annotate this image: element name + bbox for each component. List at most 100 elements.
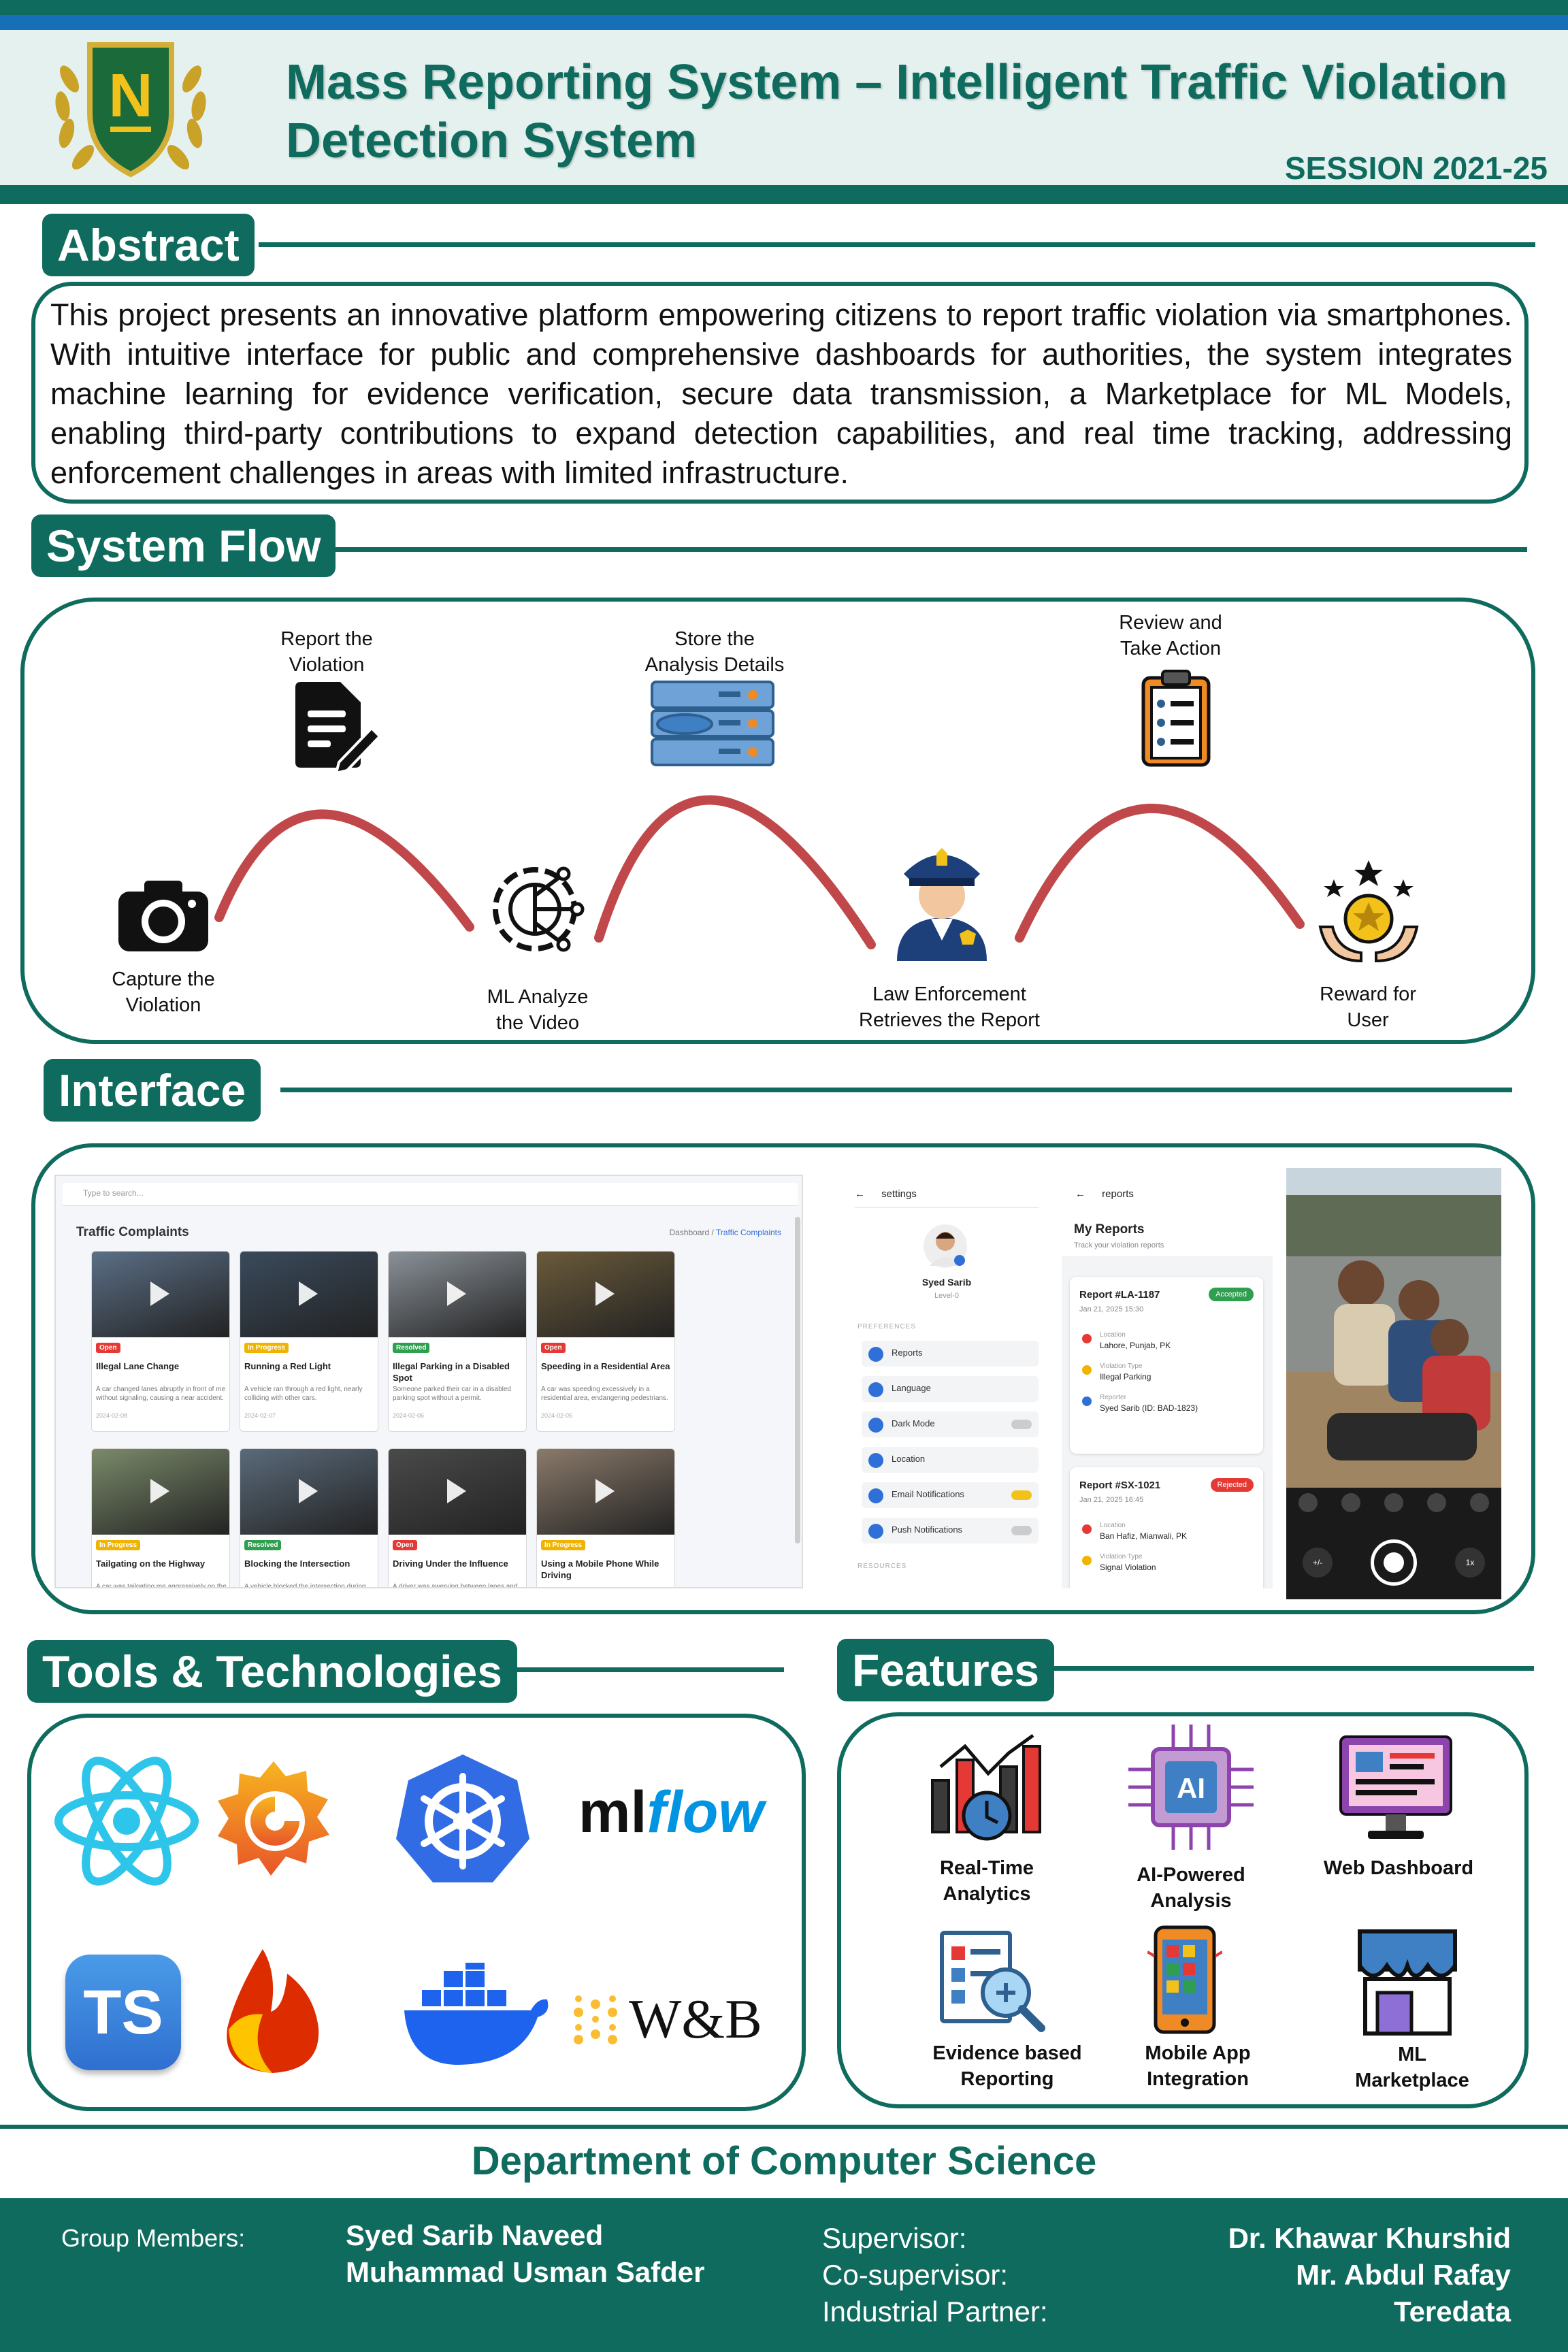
reports-screenshot: ← reports My Reports Track your violatio… bbox=[1062, 1175, 1273, 1588]
location-pin-icon bbox=[1082, 1334, 1092, 1343]
kubernetes-logo bbox=[396, 1754, 529, 1882]
play-icon[interactable] bbox=[447, 1281, 466, 1306]
evidence-icon bbox=[940, 1931, 1045, 2032]
tools-rule bbox=[509, 1667, 784, 1672]
report-card[interactable]: Report #SX-1021 Jan 21, 2025 16:45 Rejec… bbox=[1070, 1467, 1263, 1588]
settings-item[interactable]: Language bbox=[862, 1376, 1039, 1402]
features-rule bbox=[1054, 1666, 1534, 1671]
exposure-button[interactable]: +/- bbox=[1303, 1548, 1333, 1578]
tools-heading: Tools & Technologies bbox=[27, 1640, 517, 1703]
industrial-partner-label: Industrial Partner: bbox=[822, 2296, 1048, 2328]
brush-icon[interactable] bbox=[1298, 1493, 1318, 1512]
breadcrumb: Dashboard / Traffic Complaints bbox=[669, 1228, 781, 1237]
complaint-date: 2024-02-05 bbox=[541, 1412, 573, 1419]
react-logo bbox=[54, 1757, 199, 1886]
industrial-partner-name: Teredata bbox=[1394, 2296, 1511, 2328]
reports-topbar: ← reports bbox=[1075, 1188, 1134, 1200]
system-flow-heading: System Flow bbox=[31, 514, 336, 577]
status-badge: In Progress bbox=[96, 1540, 141, 1550]
toggle-switch[interactable] bbox=[1011, 1526, 1032, 1535]
status-badge: Open bbox=[393, 1540, 417, 1550]
interface-heading: Interface bbox=[44, 1059, 261, 1122]
shutter-button[interactable] bbox=[1371, 1539, 1417, 1586]
toggle-switch[interactable] bbox=[1011, 1420, 1032, 1429]
abstract-text: This project presents an innovative plat… bbox=[50, 297, 1512, 490]
feature-web-dashboard: Web Dashboard bbox=[1323, 1857, 1474, 1879]
flow-curves bbox=[214, 795, 1305, 949]
cosupervisor-name: Mr. Abdul Rafay bbox=[1296, 2259, 1511, 2291]
complaint-description: A car changed lanes abruptly in front of… bbox=[96, 1386, 226, 1402]
play-icon[interactable] bbox=[150, 1281, 169, 1306]
docker-logo bbox=[404, 1963, 549, 2065]
play-icon[interactable] bbox=[595, 1281, 615, 1306]
avatar bbox=[924, 1224, 967, 1268]
department-name: Department of Computer Science bbox=[471, 2139, 1097, 2183]
settings-item[interactable]: Reports bbox=[862, 1341, 1039, 1367]
top-stripe bbox=[0, 0, 1568, 15]
settings-item-icon bbox=[868, 1453, 883, 1468]
abstract-box bbox=[31, 282, 1529, 504]
top-stripe-blue bbox=[0, 15, 1568, 30]
status-badge: Resolved bbox=[244, 1540, 282, 1550]
status-badge: In Progress bbox=[541, 1540, 586, 1550]
breadcrumb-current[interactable]: Traffic Complaints bbox=[715, 1228, 781, 1237]
document-edit-icon bbox=[295, 682, 381, 775]
wandb-logo: W&B bbox=[572, 1987, 762, 2051]
footer-rule bbox=[0, 2125, 1568, 2129]
settings-screenshot: ← settings Syed Sarib Level-0 PREFERENCE… bbox=[841, 1175, 1052, 1588]
settings-item[interactable]: Location bbox=[862, 1447, 1039, 1473]
play-icon[interactable] bbox=[595, 1479, 615, 1503]
warning-icon bbox=[1082, 1556, 1092, 1565]
complaint-description: A vehicle blocked the intersection durin… bbox=[244, 1583, 366, 1588]
footer-band bbox=[0, 2198, 1568, 2352]
gear-icon[interactable] bbox=[1470, 1493, 1490, 1512]
settings-item[interactable]: Dark Mode bbox=[862, 1411, 1039, 1437]
breadcrumb-home[interactable]: Dashboard / bbox=[669, 1228, 714, 1237]
zoom-button[interactable]: 1x bbox=[1455, 1548, 1485, 1578]
scrollbar[interactable] bbox=[795, 1217, 800, 1544]
play-icon[interactable] bbox=[299, 1281, 318, 1306]
complaint-title: Speeding in a Residential Area bbox=[541, 1361, 670, 1371]
camera-screenshot: +/- 1x bbox=[1286, 1168, 1501, 1599]
cosupervisor-label: Co-supervisor: bbox=[822, 2259, 1009, 2291]
report-card[interactable]: Report #LA-1187 Jan 21, 2025 15:30 Accep… bbox=[1070, 1277, 1263, 1454]
complaint-description: A car was tailgating me aggressively on … bbox=[96, 1583, 227, 1588]
complaint-date: 2024-02-07 bbox=[244, 1412, 276, 1419]
settings-item[interactable]: Push Notifications bbox=[862, 1518, 1039, 1544]
firebase-logo bbox=[227, 1949, 319, 2073]
settings-item[interactable]: Email Notifications bbox=[862, 1482, 1039, 1508]
play-icon[interactable] bbox=[447, 1479, 466, 1503]
svg-text:AI: AI bbox=[1177, 1772, 1205, 1804]
status-badge: Resolved bbox=[393, 1343, 430, 1353]
camera-toolbar bbox=[1286, 1488, 1501, 1518]
flash-icon[interactable] bbox=[1341, 1493, 1360, 1512]
play-icon[interactable] bbox=[299, 1479, 318, 1503]
reward-star-icon bbox=[1318, 860, 1419, 963]
camera-icon[interactable] bbox=[1384, 1493, 1403, 1512]
toggle-switch[interactable] bbox=[1011, 1490, 1032, 1500]
gallery-icon[interactable] bbox=[1427, 1493, 1447, 1512]
complaint-description: A vehicle ran through a red light, nearl… bbox=[244, 1386, 363, 1402]
web-dashboard-icon bbox=[1339, 1735, 1452, 1839]
play-icon[interactable] bbox=[150, 1479, 169, 1503]
user-name: Syed Sarib bbox=[921, 1277, 972, 1288]
police-officer-icon bbox=[897, 848, 987, 961]
search-input[interactable]: Type to search... bbox=[63, 1183, 798, 1206]
